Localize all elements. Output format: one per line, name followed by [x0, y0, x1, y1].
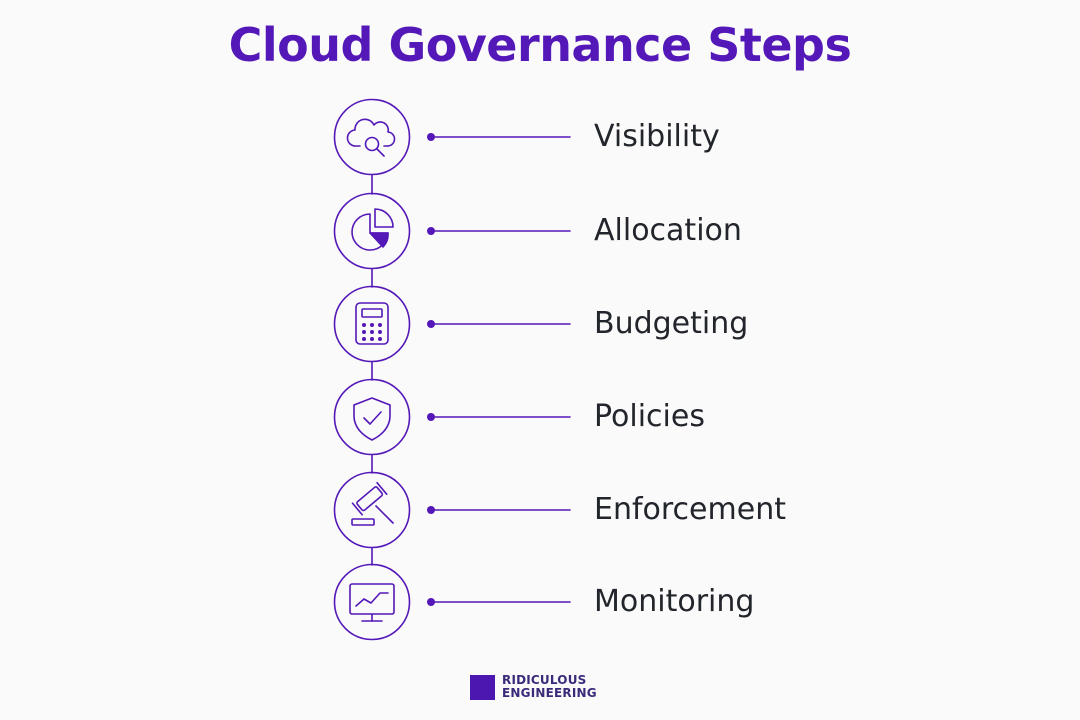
leader-dot — [427, 506, 435, 514]
step-label-policies: Policies — [594, 399, 705, 434]
leader-dot — [427, 227, 435, 235]
brand-square-logo — [470, 674, 495, 700]
step-circle — [333, 471, 411, 549]
leader-dot — [427, 413, 435, 421]
brand-logo: RIDICULOUS ENGINEERING — [470, 674, 597, 700]
step-circle — [333, 192, 411, 270]
step-circle — [333, 378, 411, 456]
cloud-search-icon — [346, 118, 396, 157]
monitor-chart-icon — [349, 583, 395, 622]
step-label-allocation: Allocation — [594, 213, 742, 248]
step-label-monitoring: Monitoring — [594, 584, 755, 619]
step-circle — [333, 285, 411, 363]
step-circle — [333, 98, 411, 176]
leader-dot — [427, 320, 435, 328]
brand-wordmark: RIDICULOUS ENGINEERING — [502, 674, 597, 700]
leader-dot — [427, 133, 435, 141]
brand-line-1: RIDICULOUS — [502, 673, 587, 687]
shield-check-icon — [353, 397, 391, 441]
leader-dot — [427, 598, 435, 606]
step-circle — [333, 563, 411, 641]
pie-chart-icon — [351, 208, 394, 251]
step-label-visibility: Visibility — [594, 119, 720, 154]
calculator-icon — [355, 302, 389, 345]
step-label-budgeting: Budgeting — [594, 306, 749, 341]
gavel-icon — [351, 481, 394, 526]
step-label-enforcement: Enforcement — [594, 492, 786, 527]
brand-line-2: ENGINEERING — [502, 686, 597, 700]
page-title: Cloud Governance Steps — [228, 18, 852, 72]
